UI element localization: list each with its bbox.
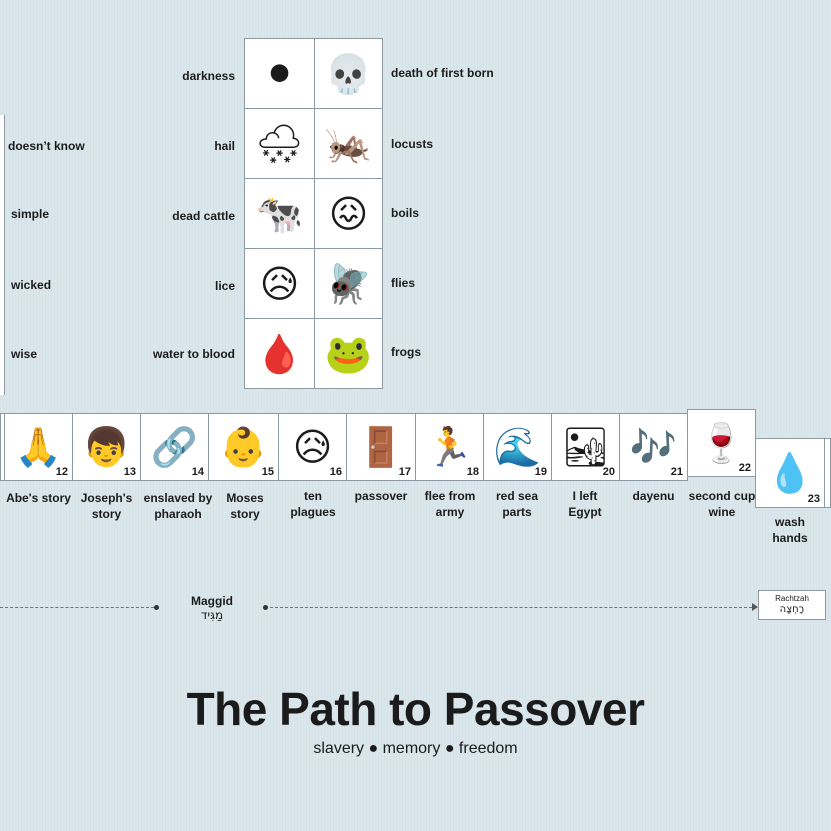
step-label-20: I left Egypt — [568, 489, 602, 519]
step-tile-19: 🌊 19 — [483, 413, 552, 481]
plague-tile-locusts: 🦗 — [314, 108, 383, 179]
step-tile-23: 💧 23 — [755, 438, 825, 508]
step-label-23: wash hands — [772, 515, 808, 545]
plague-label-darkness: darkness — [182, 69, 235, 83]
step-label-15: Moses story — [226, 491, 264, 521]
blood-drop-icon: 🩸 — [255, 331, 304, 376]
plague-tile-water-to-blood: 🩸 — [244, 318, 315, 389]
step-number: 15 — [261, 466, 274, 478]
step-label-16: ten plagues — [290, 489, 336, 519]
step-tile-18: 🏃 18 — [415, 413, 484, 481]
black-circle-icon: ⚫ — [263, 51, 296, 96]
son-label-wicked: wicked — [11, 278, 52, 292]
cow-icon: 🐄 — [255, 191, 304, 236]
rachtzah-english: Rachtzah — [775, 594, 809, 603]
praying-hands-icon: 🙏 — [14, 425, 63, 469]
plague-tile-flies: 🪰 — [314, 248, 383, 319]
maggid-english: Maggid — [191, 594, 233, 608]
plague-tile-darkness: ⚫ — [244, 38, 315, 109]
door-icon: 🚪 — [357, 425, 405, 469]
step-tile-15: 👶 15 — [208, 413, 279, 481]
step-label-13: Joseph's story — [80, 491, 133, 521]
plague-tile-hail: 🌨 — [244, 108, 315, 179]
music-notes-icon: 🎶 — [629, 425, 678, 469]
plague-tile-lice: 😥 — [244, 248, 315, 319]
rachtzah-section-label: Rachtzah רָחְצָה — [758, 590, 826, 620]
rachtzah-hebrew: רָחְצָה — [779, 604, 805, 615]
four-sons-column-edge — [0, 115, 5, 395]
plague-tile-boils: 😖 — [314, 178, 383, 249]
step-number: 13 — [123, 466, 136, 478]
plague-label-frogs: frogs — [391, 345, 421, 359]
baby-icon: 👶 — [219, 425, 268, 469]
water-drop-icon: 💧 — [766, 451, 814, 495]
step-tile-16: 😥 16 — [278, 413, 347, 481]
step-label-19: red sea parts — [495, 489, 539, 519]
step-number: 20 — [602, 466, 615, 478]
itchy-face-icon: 😥 — [259, 261, 300, 306]
step-tile-17: 🚪 17 — [346, 413, 416, 481]
cricket-icon: 🦗 — [324, 121, 373, 166]
maggid-dot-right — [263, 605, 268, 610]
maggid-dot-left — [154, 605, 159, 610]
page-subtitle: slavery ● memory ● freedom — [313, 740, 518, 757]
fly-icon: 🪰 — [324, 261, 373, 306]
running-people-icon: 🏃 — [425, 425, 474, 469]
boils-face-icon: 😖 — [328, 191, 369, 236]
maggid-hebrew: מַגִּיד — [200, 608, 224, 622]
plague-label-locusts: locusts — [391, 137, 434, 151]
maggid-section-label: Maggid מַגִּיד — [170, 594, 254, 622]
step-label-18: flee from army — [424, 489, 476, 519]
step-number: 18 — [466, 466, 479, 478]
hail-cloud-icon: 🌨 — [255, 121, 304, 166]
step-tile-12: 🙏 12 — [4, 413, 73, 481]
plague-label-boils: boils — [391, 206, 420, 220]
step-number: 14 — [191, 466, 204, 478]
plague-label-water-to-blood: water to blood — [153, 347, 235, 361]
step-tile-21: 🎶 21 — [619, 413, 688, 481]
maggid-dash-right — [270, 607, 752, 608]
step-number: 23 — [807, 493, 820, 505]
step-label-14: enslaved by pharaoh — [143, 491, 213, 521]
step-tile-partial-right — [824, 438, 831, 508]
frog-icon: 🐸 — [324, 331, 373, 376]
step-tile-22: 🍷 22 — [687, 409, 756, 477]
step-number: 19 — [534, 466, 547, 478]
plague-tile-death-of-first-born: 💀 — [314, 38, 383, 109]
son-label-doesnt-know: doesn’t know — [8, 139, 85, 153]
arrow-right-icon — [752, 603, 758, 611]
step-number: 22 — [738, 462, 751, 474]
plague-label-flies: flies — [391, 276, 416, 290]
step-tile-20: 🏜 20 — [551, 413, 620, 481]
step-number: 21 — [670, 466, 683, 478]
skull-icon: 💀 — [324, 51, 373, 96]
step-tile-14: 🔗 14 — [140, 413, 209, 481]
plague-label-hail: hail — [214, 139, 235, 153]
step-tile-13: 👦 13 — [72, 413, 141, 481]
maggid-dash-left — [0, 607, 154, 608]
step-label-22: second cup wine — [688, 489, 756, 519]
son-label-wise: wise — [11, 347, 38, 361]
son-label-simple: simple — [11, 207, 50, 221]
step-label-17: passover — [354, 489, 408, 503]
wine-glass-icon: 🍷 — [697, 421, 746, 465]
step-number: 16 — [329, 466, 342, 478]
step-number: 17 — [398, 466, 411, 478]
step-number: 12 — [55, 466, 68, 478]
plague-label-dead-cattle: dead cattle — [172, 209, 235, 223]
chain-link-icon: 🔗 — [150, 425, 199, 469]
step-label-21: dayenu — [632, 489, 675, 503]
page-title: The Path to Passover — [186, 683, 645, 735]
pyramid-icon: 🏜 — [561, 425, 610, 469]
plague-tile-dead-cattle: 🐄 — [244, 178, 315, 249]
plague-label-lice: lice — [214, 279, 235, 293]
sad-face-icon: 😥 — [292, 425, 333, 469]
sea-wave-icon: 🌊 — [493, 425, 542, 469]
boy-icon: 👦 — [82, 425, 131, 469]
step-label-12: Abe's story — [6, 491, 71, 505]
plague-label-death-of-first-born: death of first born — [391, 66, 494, 80]
plague-tile-frogs: 🐸 — [314, 318, 383, 389]
